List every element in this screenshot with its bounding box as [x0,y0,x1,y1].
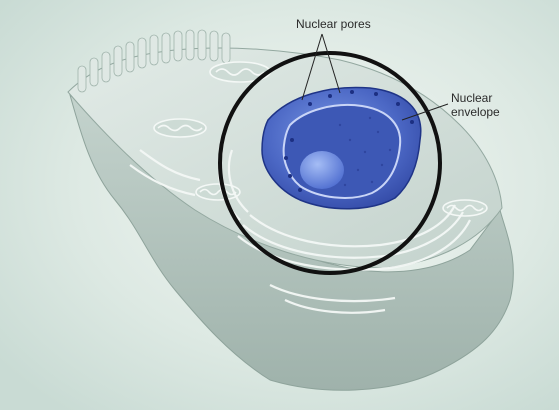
label-nuclear-pores: Nuclear pores [296,17,371,31]
nucleus [262,87,421,208]
nucleolus [300,151,344,189]
nuclear-cutaway [284,105,401,198]
label-nuclear-envelope-line1: Nuclear [451,91,492,105]
label-nuclear-envelope-line2: envelope [451,105,500,119]
